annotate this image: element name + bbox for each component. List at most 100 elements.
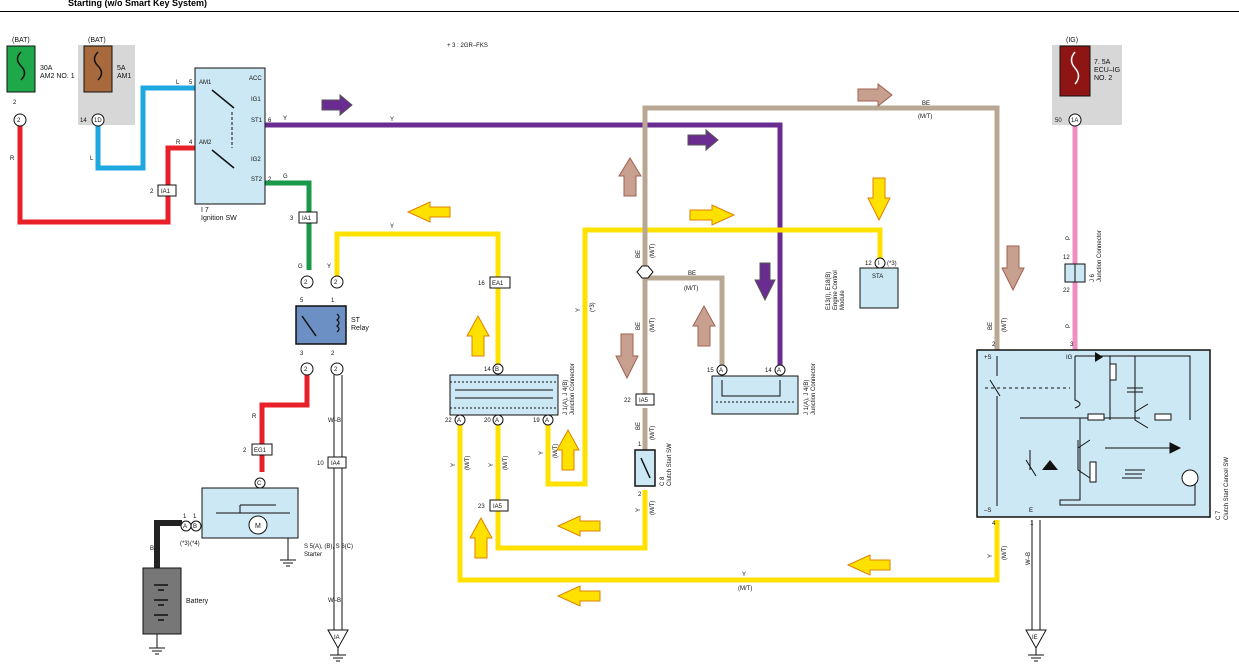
pin-label: 10 xyxy=(317,461,324,467)
fuse-name: AM2 NO. 1 xyxy=(40,73,75,80)
fuse-pin: 14 xyxy=(80,118,87,124)
pin-label: 12 xyxy=(1063,255,1070,261)
terminal-label: A xyxy=(457,418,461,424)
ground-label: IA xyxy=(334,635,340,641)
wire-yellow-cancel xyxy=(457,420,1000,583)
relay-coil-icon xyxy=(336,313,340,333)
ground-icon xyxy=(280,538,296,567)
wire-color-label: (M/T) xyxy=(650,426,656,440)
wire-color-label: Y xyxy=(539,451,545,455)
pin-label: 1 xyxy=(1030,521,1034,527)
wire-color-label: B xyxy=(150,546,154,552)
switch-contact xyxy=(211,149,235,169)
ground-icon xyxy=(1028,648,1044,662)
fuse-name-line2: NO. 2 xyxy=(1094,75,1112,82)
variant-note: (*4) xyxy=(190,541,200,547)
junction-connector-1: B 14 A A A 22 20 19 J 1(A), J 4(B) Junct… xyxy=(445,363,576,426)
pin-label: 22 xyxy=(624,398,631,404)
resistor-icon xyxy=(1154,413,1172,421)
pin-label: 1 xyxy=(638,442,642,448)
ground-ie: IE xyxy=(1025,629,1047,662)
wire-red-starter xyxy=(259,375,310,472)
connector-label: IA1 xyxy=(302,216,312,222)
terminal-label: ST2 xyxy=(251,177,263,183)
wire-color-label: Y xyxy=(489,463,495,467)
wire-color-label: P xyxy=(1066,324,1072,328)
wire-color-label: BE xyxy=(988,322,994,330)
pin-label: 3 xyxy=(300,351,304,357)
terminal-label: IG2 xyxy=(251,157,261,163)
wire-color-label: BE xyxy=(688,271,696,277)
wire-tan-junction xyxy=(645,275,725,372)
transistor-icon xyxy=(1077,439,1091,479)
pin-label: 3 xyxy=(290,216,294,222)
component-name: Clutch Start SW xyxy=(667,443,673,486)
sensor-coil-icon xyxy=(1181,469,1199,487)
connector-label: EA1 xyxy=(492,281,504,287)
engine-control-module: I 12 (*3) STA E13(I), E18(B) Engine Cont… xyxy=(826,257,899,310)
switch-contact xyxy=(989,356,1001,506)
flow-arrow-up-icon xyxy=(692,304,716,347)
relay-contact xyxy=(301,315,317,337)
flow-arrow-down-icon xyxy=(754,262,776,302)
wire-color-label: BE xyxy=(636,322,642,330)
wire-color-label: (M/T) xyxy=(1002,546,1008,560)
terminal-label: +S xyxy=(984,355,992,361)
component-name: Starter xyxy=(304,552,322,558)
connector-ea1: EA1 16 xyxy=(478,276,511,289)
capacitor-icon xyxy=(1127,387,1143,393)
flow-arrow-up-icon xyxy=(618,157,642,197)
wire-color-label: R xyxy=(10,156,15,162)
wire-color-label: BE xyxy=(636,422,642,430)
connector-ia5-upper: IA5 22 xyxy=(624,393,655,406)
diode-icon xyxy=(1105,442,1182,454)
wire-color-label: Y xyxy=(283,116,287,122)
battery-icon xyxy=(154,584,168,621)
starter: C M A B 1 1 (*3) (*4) S 5(A), (B), S 6(C… xyxy=(180,477,353,558)
flow-arrow-left-icon xyxy=(846,554,891,576)
connector-ia4: IA4 10 xyxy=(317,456,347,469)
fuse-icon xyxy=(93,51,103,81)
terminal-label: A xyxy=(719,368,723,374)
flow-arrow-left-icon xyxy=(556,585,601,607)
pin-label: 2 xyxy=(331,351,335,357)
component-name: Junction Connector xyxy=(570,363,576,415)
pin-label: 3 xyxy=(1070,342,1074,348)
fuse-icon xyxy=(1070,51,1080,85)
pin-label: 1 xyxy=(193,514,197,520)
pin-label: 6 xyxy=(268,118,272,124)
component-id: J 1(A), J 4(B) xyxy=(804,380,810,415)
wire-blue-am1 xyxy=(95,85,195,171)
ground-icon xyxy=(330,648,346,662)
clutch-start-switch: 1 2 C 8 Clutch Start SW xyxy=(634,442,673,498)
terminal-label: A xyxy=(183,524,187,530)
fuse-name: ECU–IG xyxy=(1094,67,1120,74)
pin-label: 2 xyxy=(304,367,308,373)
fuse-pin: 50 xyxy=(1055,118,1062,124)
fuse-pin: 2 xyxy=(13,100,17,106)
wire-color-label: G xyxy=(283,174,288,180)
wire-color-label: P xyxy=(1066,236,1072,240)
terminal-label: IG xyxy=(1066,355,1073,361)
fuse-source-label: (BAT) xyxy=(88,37,106,44)
connector-ia1-upper: IA1 2 xyxy=(150,184,177,197)
pin-label: 2 xyxy=(334,280,338,286)
pin-label: 2 xyxy=(150,189,154,195)
component-id: C 8 xyxy=(660,476,666,486)
wire-color-label: (M/T) xyxy=(1002,318,1008,332)
wire-color-label: Y xyxy=(390,117,394,123)
ground-ia: IA xyxy=(327,629,349,662)
fuse-am2: (BAT) 30A AM2 NO. 1 2 2 xyxy=(6,37,75,127)
pin-label: 16 xyxy=(478,281,485,287)
wire-color-label: (M/T) xyxy=(650,244,656,258)
component-name-line2: Module xyxy=(840,290,846,310)
connector-label: IA4 xyxy=(331,461,341,467)
pin-label: 5 xyxy=(300,298,304,304)
terminal-label: AM1 xyxy=(199,80,212,86)
pin-label: 4 xyxy=(992,521,996,527)
variant-note: (*3) xyxy=(887,261,897,267)
resistor-icon xyxy=(1089,461,1097,483)
terminal-label: B xyxy=(193,524,197,530)
wire-color-label: Y xyxy=(988,554,994,558)
terminal-label: STA xyxy=(872,274,883,280)
